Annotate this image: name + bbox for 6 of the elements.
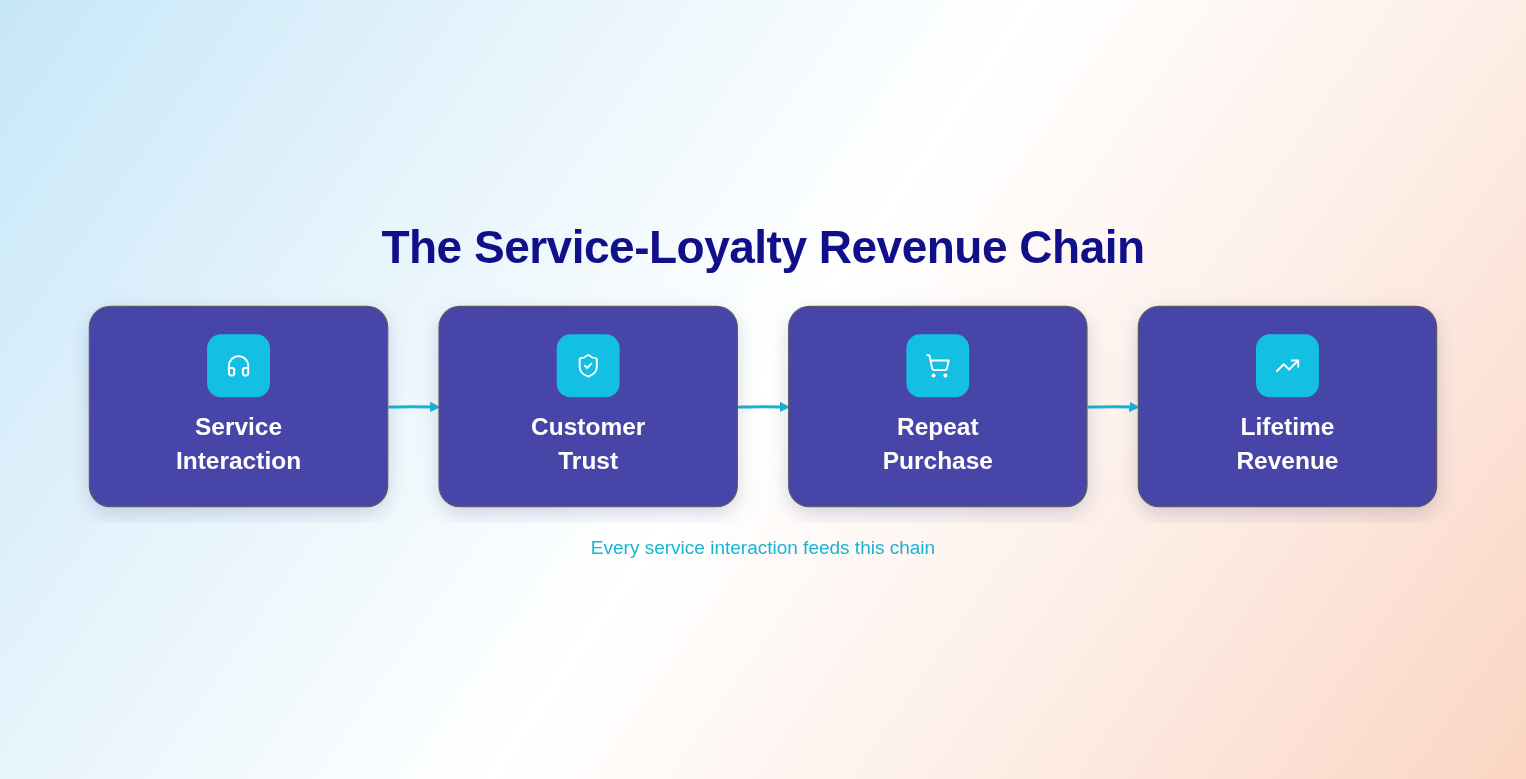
diagram-title: The Service-Loyalty Revenue Chain — [381, 220, 1145, 274]
node-box: Customer Trust — [438, 305, 738, 508]
node-box: Lifetime Revenue — [1137, 305, 1438, 508]
node-box: Service Interaction — [88, 305, 389, 508]
node-box: Repeat Purchase — [788, 305, 1088, 508]
caption: Every service interaction feeds this chain — [590, 537, 936, 560]
